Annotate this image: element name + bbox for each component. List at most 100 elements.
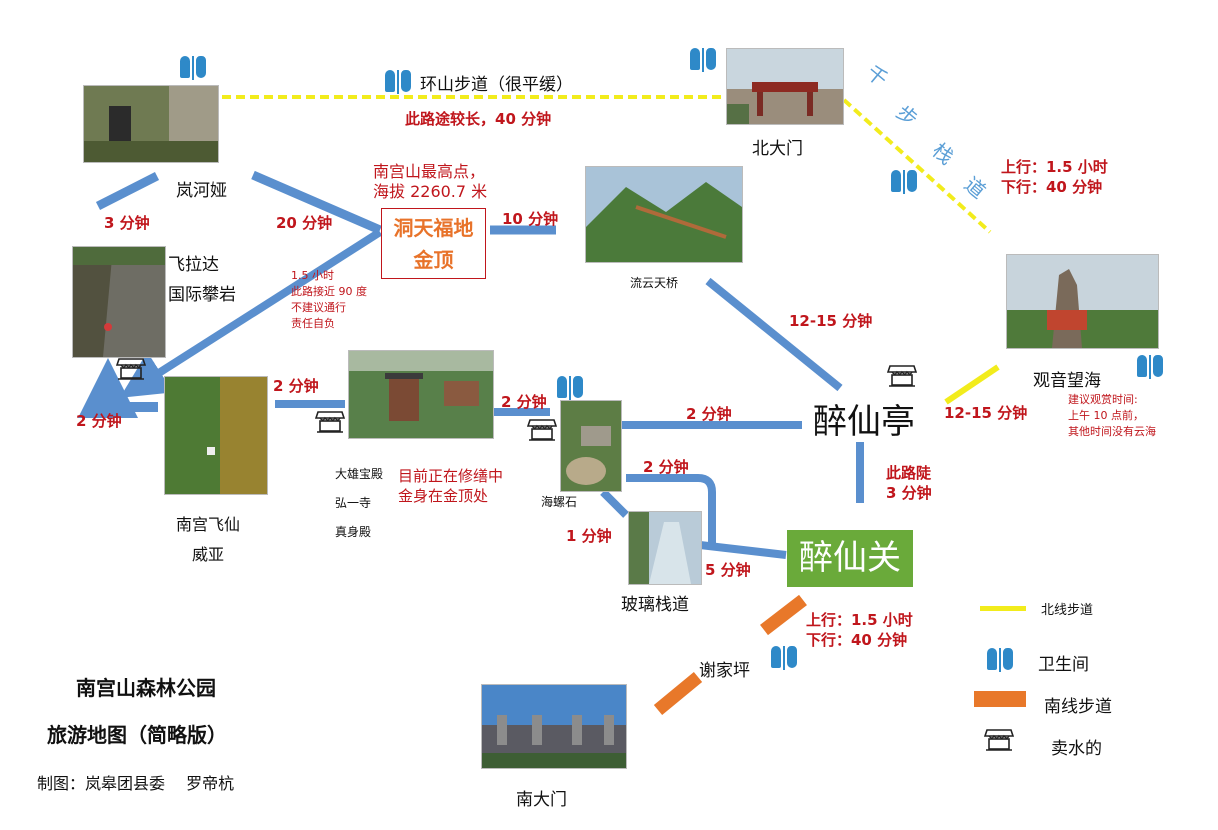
- photo-liuyun: [585, 166, 743, 263]
- qianbu-up: 上行：1.5 小时: [1001, 158, 1108, 176]
- highest-line2: 海拔 2260.7 米: [373, 182, 488, 201]
- highest-line1: 南宫山最高点，: [373, 162, 486, 181]
- south-times: 上行：1.5 小时 下行：40 分钟: [806, 610, 913, 650]
- qianbu-char: 道: [959, 172, 991, 204]
- toilet-icon: [891, 170, 917, 194]
- time-2min-b: 2 分钟: [501, 393, 547, 411]
- photo-daxiong: [348, 350, 494, 439]
- legend-water-label: 卖水的: [1051, 739, 1102, 759]
- south-up: 上行：1.5 小时: [806, 611, 913, 629]
- temple-zhenshen: 真身殿: [335, 525, 372, 539]
- qianbu-char: 千: [861, 60, 893, 92]
- steep-note: 此路陡 3 分钟: [886, 463, 932, 503]
- time-2min-d: 2 分钟: [643, 458, 689, 476]
- photo-beidamen: [726, 48, 844, 125]
- time-20min: 20 分钟: [276, 214, 333, 232]
- label-loop-time: 此路途较长，40 分钟: [405, 110, 552, 128]
- legend-north-label: 北线步道: [1041, 603, 1094, 618]
- zuixianguan-label: 醉仙关: [799, 538, 901, 578]
- photo-feilada: [72, 246, 166, 358]
- toilet-icon: [987, 648, 1013, 672]
- water-shop-icon: [527, 419, 557, 441]
- qianbu-times: 上行：1.5 小时 下行：40 分钟: [1001, 157, 1108, 197]
- dongtian-box: 洞天福地 金顶: [381, 208, 486, 279]
- label-temples: 大雄宝殿 弘一寺 真身殿: [335, 460, 383, 547]
- label-feilada: 飞拉达 国际攀岩: [168, 250, 236, 310]
- repair-line1: 目前正在修缮中: [398, 467, 504, 485]
- photo-hailuo: [560, 400, 622, 492]
- qianbu-char: 步: [891, 100, 923, 132]
- qianbu-down: 下行：40 分钟: [1001, 178, 1103, 196]
- cliff-line1: 1.5 小时: [291, 269, 334, 282]
- south-trail-upper: [760, 594, 807, 636]
- photo-lanheya: [83, 85, 219, 163]
- temple-daxiong: 大雄宝殿: [335, 467, 384, 481]
- time-12-15-a: 12-15 分钟: [789, 312, 873, 330]
- photo-weiya: [164, 376, 268, 495]
- repair-note: 目前正在修缮中 金身在金顶处: [398, 466, 503, 506]
- label-loop-trail: 环山步道（很平缓）: [420, 75, 573, 95]
- guanyin-note3: 其他时间没有云海: [1068, 425, 1156, 438]
- label-xiejiaping: 谢家坪: [699, 661, 750, 681]
- feilada-line2: 国际攀岩: [168, 285, 236, 305]
- label-boli: 玻璃栈道: [621, 595, 689, 615]
- time-2min-a: 2 分钟: [273, 377, 319, 395]
- time-5min: 5 分钟: [705, 561, 751, 579]
- cliff-line2: 此路接近 90 度: [291, 285, 367, 298]
- qianbu-title: 千步栈道: [852, 60, 1012, 240]
- qianbu-char: 栈: [927, 138, 959, 170]
- route-liuyun-ting: [705, 277, 843, 392]
- label-zuixianting: 醉仙亭: [813, 402, 915, 442]
- photo-nandamen: [481, 684, 627, 769]
- cliff-line4: 责任自负: [291, 317, 335, 330]
- qianbu-trail: [842, 98, 992, 234]
- south-down: 下行：40 分钟: [806, 631, 908, 649]
- repair-line2: 金身在金顶处: [398, 487, 489, 505]
- guanyin-note2: 上午 10 点前，: [1068, 409, 1144, 422]
- label-liuyun: 流云天桥: [630, 276, 679, 290]
- water-shop-icon: [984, 729, 1014, 751]
- steep-line1: 此路陡: [886, 464, 932, 482]
- zuixianguan-box: 醉仙关: [787, 530, 913, 587]
- toilet-icon: [385, 70, 411, 94]
- toilet-icon: [690, 48, 716, 72]
- route-hailuo-glass: [600, 489, 629, 518]
- toilet-icon: [557, 376, 583, 400]
- label-lanheya: 岚河娅: [176, 181, 227, 201]
- label-beidamen: 北大门: [752, 139, 803, 159]
- guanyin-note1: 建议观赏时间:: [1068, 393, 1138, 406]
- dongtian-line1: 洞天福地: [393, 216, 474, 240]
- cliff-line3: 不建议通行: [291, 301, 346, 314]
- time-1min: 1 分钟: [566, 527, 612, 545]
- feilada-line1: 飞拉达: [168, 255, 219, 275]
- guanyin-note: 建议观赏时间: 上午 10 点前， 其他时间没有云海: [1068, 392, 1178, 440]
- map-credit: 制图：岚皋团县委 罗帝杭: [37, 774, 235, 793]
- map-title-2: 旅游地图（简略版）: [47, 723, 227, 747]
- photo-guanyin: [1006, 254, 1159, 349]
- time-2min-c: 2 分钟: [686, 405, 732, 423]
- water-shop-icon: [315, 411, 345, 433]
- label-guanyin: 观音望海: [1033, 371, 1101, 391]
- time-3min: 3 分钟: [104, 214, 150, 232]
- legend-south-label: 南线步道: [1044, 697, 1112, 717]
- time-2min-left: 2 分钟: [76, 412, 122, 430]
- route-weiya-loop: [78, 358, 158, 418]
- south-trail-lower: [653, 671, 703, 716]
- route-glass-guan: [699, 541, 787, 559]
- toilet-icon: [771, 646, 797, 670]
- label-nandamen: 南大门: [516, 790, 567, 810]
- route-lanhe-feilada: [95, 171, 160, 211]
- route-glass-hailuo: [626, 474, 716, 545]
- weiya-line1: 南宫飞仙: [176, 515, 241, 534]
- route-lanhe-jinding: [251, 170, 382, 235]
- dongtian-line2: 金顶: [413, 248, 454, 272]
- map-title-1: 南宫山森林公园: [76, 676, 216, 700]
- time-10min: 10 分钟: [502, 210, 559, 228]
- label-hailuo: 海螺石: [541, 495, 578, 509]
- time-12-15-b: 12-15 分钟: [944, 404, 1028, 422]
- route-ting-guanyin: [944, 364, 1000, 405]
- toilet-icon: [1137, 355, 1163, 379]
- legend-north-swatch: [980, 606, 1026, 611]
